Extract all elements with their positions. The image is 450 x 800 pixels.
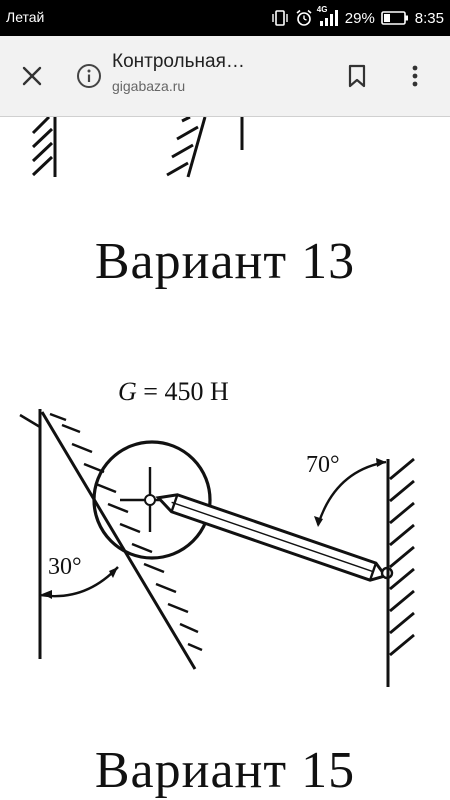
page-title: Контрольная… bbox=[112, 51, 245, 72]
info-icon[interactable] bbox=[76, 63, 102, 89]
variant-15-heading: Вариант 15 bbox=[94, 742, 356, 799]
alarm-icon bbox=[295, 9, 313, 27]
weight-symbol: G bbox=[118, 377, 137, 406]
bookmark-icon bbox=[348, 64, 366, 88]
vibrate-icon bbox=[271, 9, 289, 27]
carrier-name: Летай bbox=[6, 9, 45, 25]
browser-toolbar: Контрольная… gigabaza.ru bbox=[0, 36, 450, 117]
page-url: gigabaza.ru bbox=[112, 78, 186, 94]
previous-figure-fragment bbox=[31, 117, 244, 178]
status-bar: Летай 4G 29% 8:35 bbox=[0, 0, 450, 36]
more-options-button[interactable] bbox=[395, 56, 435, 96]
weight-value: = 450 Н bbox=[136, 377, 229, 406]
close-button[interactable] bbox=[12, 56, 52, 96]
signal-icon: 4G bbox=[317, 5, 339, 27]
clock: 8:35 bbox=[414, 9, 444, 27]
bookmark-button[interactable] bbox=[337, 56, 377, 96]
rod-angle-label: 70° bbox=[306, 452, 340, 478]
more-vert-icon bbox=[412, 65, 418, 87]
variant-13-heading: Вариант 13 bbox=[94, 233, 356, 290]
incline-angle-label: 30° bbox=[48, 554, 82, 580]
status-icons: 4G 29% 8:35 bbox=[271, 5, 444, 30]
weight-label: G = 450 Н bbox=[118, 377, 229, 407]
battery-icon bbox=[380, 10, 409, 26]
network-type: 4G bbox=[316, 5, 328, 14]
close-icon bbox=[22, 66, 42, 86]
page-content[interactable]: Вариант 13 bbox=[0, 117, 450, 800]
statics-diagram bbox=[19, 409, 415, 687]
battery-percent: 29% bbox=[344, 9, 375, 27]
page-info[interactable]: Контрольная… gigabaza.ru bbox=[112, 50, 322, 96]
